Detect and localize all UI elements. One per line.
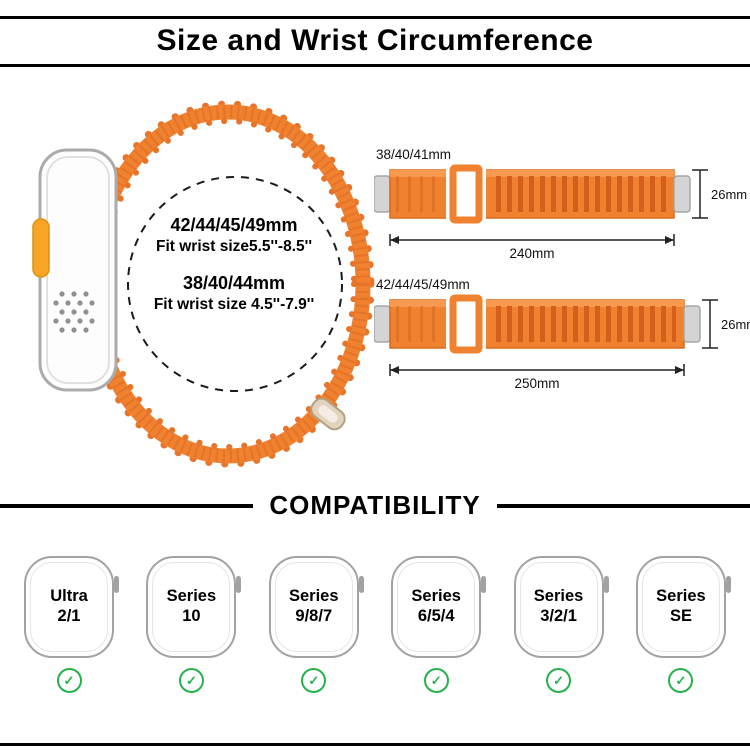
check-icon: ✓ [423,668,449,693]
width-measure-lines [702,299,718,349]
model-item-series-se: Series SE ✓ [634,556,731,693]
action-button [32,218,50,278]
band-diagram-small: 38/40/41mm 26mm [373,146,750,266]
band-width-label: 26mm [721,317,750,332]
speaker-grille [53,291,95,333]
g-hook-buckle [449,164,483,224]
band-diagram-large: 42/44/45/49mm 26mm 250mm [373,276,750,396]
width-measure-lines [692,169,708,219]
strap-highlight [390,170,674,177]
check-icon: ✓ [301,668,327,693]
band-size-label: 38/40/41mm [376,147,451,162]
model-item-series654: Series 6/5/4 ✓ [389,556,487,693]
g-hook-buckle [449,294,483,354]
compatibility-header: COMPATIBILITY [0,490,750,521]
model-name-line2: 3/2/1 [540,607,577,625]
left-lug [373,305,391,343]
model-name-line2: 10 [182,607,201,625]
loop-buckle [310,397,346,431]
model-item-series10: Series 10 ✓ [144,556,242,693]
band-outer-scallops [81,100,375,468]
watch-outline-icon: Series 6/5/4 [391,556,487,658]
page-title: Size and Wrist Circumference [156,24,594,57]
right-lug [683,305,701,343]
arrow-left [390,236,399,244]
fit-group1: Fit wrist size5.5''-8.5'' [155,238,313,256]
model-name-line2: SE [669,607,692,625]
length-measure-lines [389,234,675,246]
watch-loop-illustration: 42/44/45/49mm Fit wrist size5.5''-8.5'' … [10,84,382,486]
watch-outline-icon: Series 10 [146,556,242,658]
arrow-right [675,366,684,374]
right-lug [673,175,691,213]
watch-outline-icon: Series 9/8/7 [268,556,364,658]
watch-ultra-body [32,148,118,392]
strap-highlight [390,300,684,307]
strap [389,299,685,349]
compatibility-title: COMPATIBILITY [269,490,481,520]
size-group2: 38/40/44mm [182,272,286,293]
band-length-label: 240mm [509,246,554,261]
watch-loop-graphic [32,100,375,468]
model-item-series987: Series 9/8/7 ✓ [267,556,364,693]
band-length-label: 250mm [514,376,559,391]
watch-outline-icon: Series 3/2/1 [513,556,609,658]
check-icon: ✓ [178,668,204,693]
band-size-label: 42/44/45/49mm [376,277,470,292]
model-item-series321: Series 3/2/1 ✓ [512,556,609,693]
compat-right-rule [496,503,750,508]
bottom-divider [0,743,750,746]
model-name-line2: 9/8/7 [295,607,333,625]
model-name-line2: 6/5/4 [417,607,455,625]
band-width-label: 26mm [711,187,747,202]
band-graphic-small: 38/40/41mm 26mm [373,147,747,261]
check-icon: ✓ [546,668,572,693]
length-measure-lines [389,364,685,376]
dashed-circle [127,176,343,392]
compat-left-rule [0,503,254,508]
model-name-line1: Series [411,587,461,606]
model-name-line1: Series [656,587,706,606]
watch-outline-icon: Ultra 2/1 [24,556,119,658]
band-graphic-large: 42/44/45/49mm 26mm 250mm [373,277,750,391]
size-group1: 42/44/45/49mm [170,215,298,235]
watch-outline-icon: Series SE [635,556,731,658]
left-lug [373,175,391,213]
fit-group2: Fit wrist size 4.5''-7.9'' [153,295,315,313]
size-info-text: 42/44/45/49mm Fit wrist size5.5''-8.5'' … [115,214,353,315]
model-name-line2: 2/1 [57,607,81,625]
title-divider [0,64,750,67]
model-name-line1: Ultra [50,587,88,606]
arrow-right [665,236,674,244]
check-icon: ✓ [668,668,694,693]
model-name-line1: Series [166,587,217,606]
arrow-left [390,366,399,374]
compatible-models-row: Ultra 2/1 ✓ Series 10 ✓ Series 9/8/7 ✓ S… [0,556,750,693]
model-name-line1: Series [289,587,339,606]
top-divider [0,16,750,19]
model-item-ultra: Ultra 2/1 ✓ [22,556,119,693]
model-name-line1: Series [533,587,584,606]
check-icon: ✓ [56,668,82,693]
